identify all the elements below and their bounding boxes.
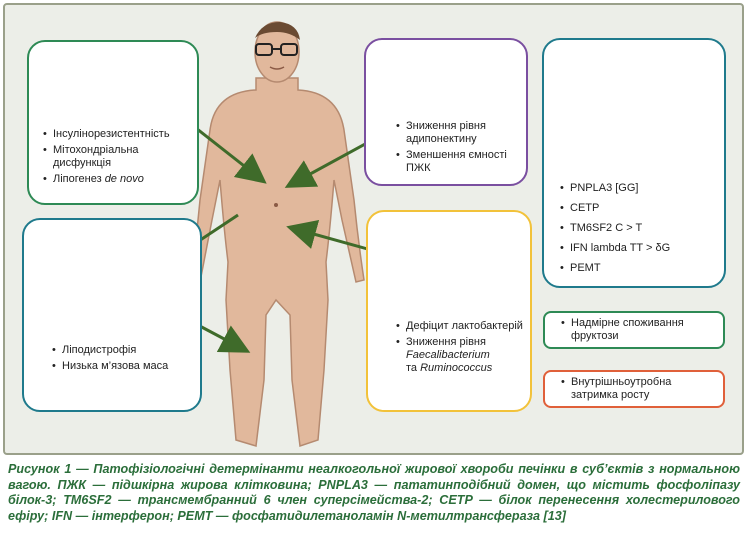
list-item-text: Ліпогенез	[53, 173, 105, 185]
list-item: TM6SF2 C > T	[560, 222, 725, 235]
list-item-text: та	[406, 362, 421, 374]
liver-list: Інсулінорезистентність Мітохондріальна д…	[43, 128, 193, 189]
list-item: Зменшення ємності ПЖК	[396, 149, 526, 175]
vessel-list: Ліподистрофія Низька м’язова маса	[52, 344, 192, 376]
vessel-box: Ліподистрофія Низька м’язова маса	[22, 218, 202, 412]
growth-box: Внутрішньоутробна затримка росту	[543, 370, 725, 408]
list-item: IFN lambda TT > δG	[560, 242, 725, 255]
list-item: Зниження рівня адипонектину	[396, 120, 526, 146]
list-item-italic: de novo	[104, 173, 144, 185]
fat-box: Зниження рівня адипонектину Зменшення єм…	[364, 38, 528, 186]
list-item: Дефіцит лактобактерій	[396, 320, 528, 333]
list-item: Низька м’язова маса	[52, 360, 192, 373]
liver-box: Інсулінорезистентність Мітохондріальна д…	[27, 40, 199, 205]
list-item: PNPLA3 [GG]	[560, 182, 725, 195]
gut-box: Дефіцит лактобактерій Зниження рівня Fae…	[366, 210, 532, 412]
list-item-italic: Faecalibacterium	[406, 349, 490, 361]
genes-box: PNPLA3 [GG] CETP TM6SF2 C > T IFN lambda…	[542, 38, 726, 288]
list-item-italic: Ruminococcus	[420, 362, 493, 374]
human-figure	[191, 21, 365, 448]
figure-caption: Рисунок 1 — Патофізіологічні детермінант…	[8, 462, 740, 523]
list-item: PEMT	[560, 262, 725, 275]
fructose-text: Надмірне споживання фруктози	[561, 317, 715, 343]
list-item: Ліподистрофія	[52, 344, 192, 357]
list-item: Інсулінорезистентність	[43, 128, 193, 141]
growth-text: Внутрішньоутробна затримка росту	[561, 376, 715, 402]
face-features	[255, 22, 300, 207]
list-item: Зниження рівня Faecalibacterium та Rumin…	[396, 336, 528, 375]
list-item-text: Зниження рівня	[406, 336, 486, 348]
list-item: Ліпогенез de novo	[43, 173, 193, 186]
gut-list: Дефіцит лактобактерій Зниження рівня Fae…	[396, 320, 528, 378]
fat-list: Зниження рівня адипонектину Зменшення єм…	[396, 120, 526, 178]
genes-list: PNPLA3 [GG] CETP TM6SF2 C > T IFN lambda…	[560, 182, 725, 282]
fructose-box: Надмірне споживання фруктози	[543, 311, 725, 349]
list-item: CETP	[560, 202, 725, 215]
list-item: Мітохондріальна дисфункція	[43, 144, 193, 170]
